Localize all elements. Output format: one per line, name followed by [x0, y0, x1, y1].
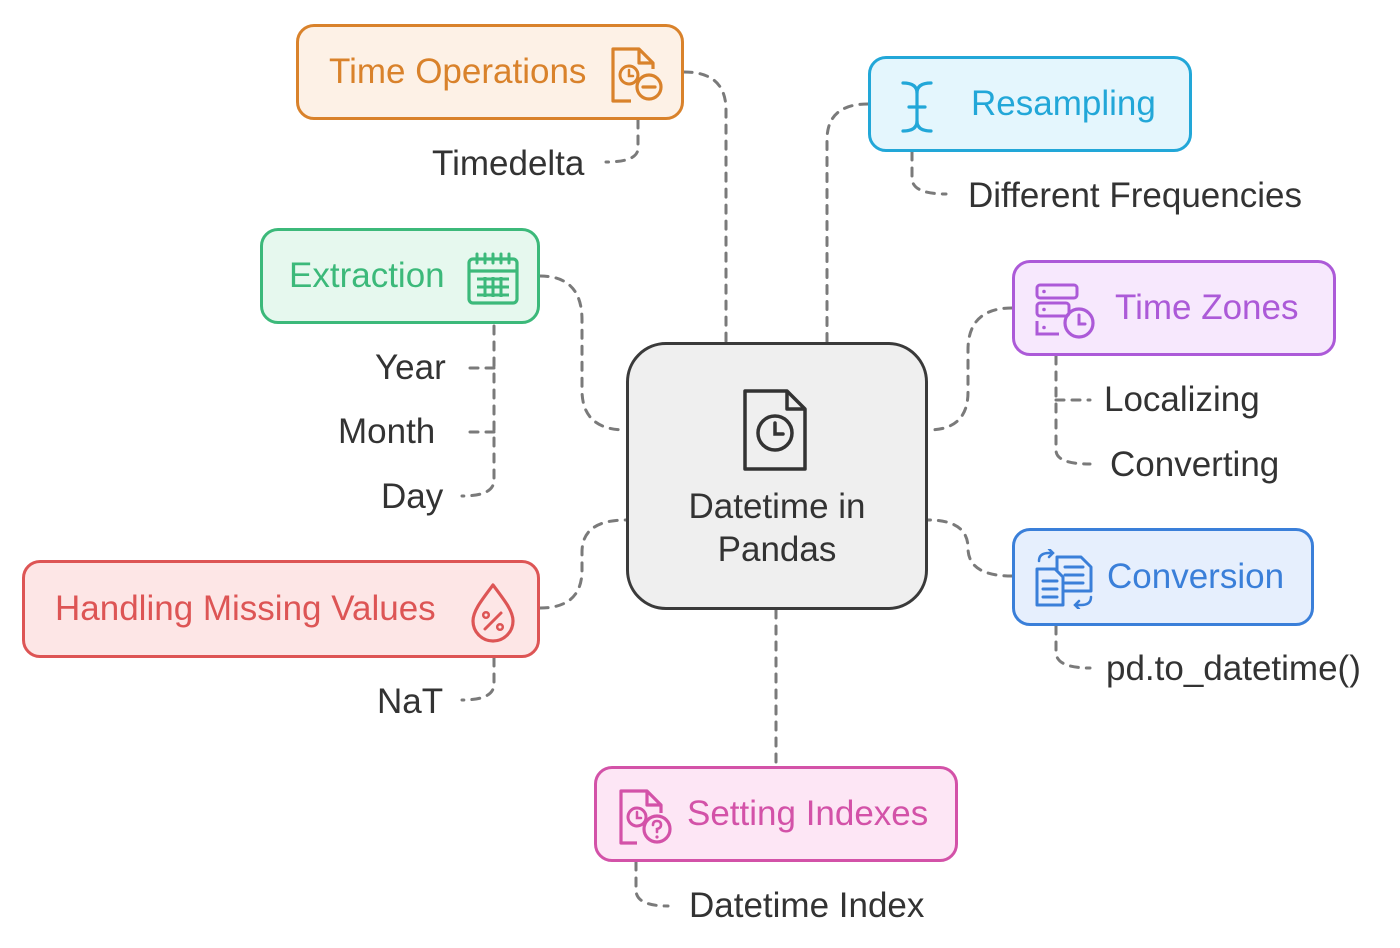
connector-different-frequencies: [910, 150, 948, 196]
item-datetime-index: Datetime Index: [689, 886, 925, 925]
connector-nat: [460, 656, 496, 702]
node-setting-indexes-label: Setting Indexes: [687, 794, 929, 833]
connector-pd-to-datetime: [1054, 624, 1092, 670]
connector-resampling: [825, 102, 870, 344]
item-year: Year: [375, 348, 446, 387]
document-clock-minus-icon: [611, 47, 663, 103]
connector-extraction-items: [460, 324, 496, 498]
node-conversion: Conversion: [1012, 528, 1314, 626]
node-extraction-label: Extraction: [289, 256, 445, 295]
node-time-operations-label: Time Operations: [329, 52, 587, 91]
calendar-icon: [467, 252, 519, 305]
item-month: Month: [338, 412, 436, 451]
item-converting: Converting: [1110, 445, 1280, 484]
percent-drop-icon: [471, 583, 515, 643]
server-clock-icon: [1035, 283, 1095, 339]
connector-timedelta: [604, 118, 640, 164]
connector-time-zones-items: [1054, 354, 1092, 466]
node-missing-values: Handling Missing Values: [22, 560, 540, 658]
node-missing-values-label: Handling Missing Values: [55, 589, 436, 628]
item-timedelta: Timedelta: [432, 144, 585, 183]
item-day: Day: [381, 477, 444, 516]
connector-extraction: [538, 274, 628, 432]
item-nat: NaT: [377, 682, 444, 721]
node-time-operations: Time Operations: [296, 24, 684, 120]
center-title-line-1: Datetime in: [688, 487, 866, 526]
connector-time-operations: [682, 70, 728, 344]
item-localizing: Localizing: [1104, 380, 1260, 419]
node-resampling: Resampling: [868, 56, 1192, 152]
item-different-frequencies: Different Frequencies: [968, 176, 1302, 215]
center-node: Datetime in Pandas: [626, 342, 928, 610]
node-time-zones: Time Zones: [1012, 260, 1336, 356]
connector-datetime-index: [634, 860, 670, 908]
node-setting-indexes: Setting Indexes: [594, 766, 958, 862]
node-extraction: Extraction: [260, 228, 540, 324]
document-question-icon: [619, 789, 672, 845]
connector-time-zones: [926, 306, 1014, 432]
node-time-zones-label: Time Zones: [1115, 288, 1299, 327]
connector-conversion: [926, 518, 1014, 578]
document-clock-icon: [743, 389, 807, 471]
text-cursor-icon: [901, 81, 933, 133]
node-resampling-label: Resampling: [971, 84, 1156, 123]
documents-swap-icon: [1035, 549, 1093, 609]
connector-missing-values: [538, 518, 628, 610]
item-pd-to-datetime: pd.to_datetime(): [1106, 649, 1361, 688]
center-title-line-2: Pandas: [717, 530, 837, 569]
center-title: Datetime in Pandas: [629, 485, 925, 571]
node-conversion-label: Conversion: [1107, 557, 1285, 596]
